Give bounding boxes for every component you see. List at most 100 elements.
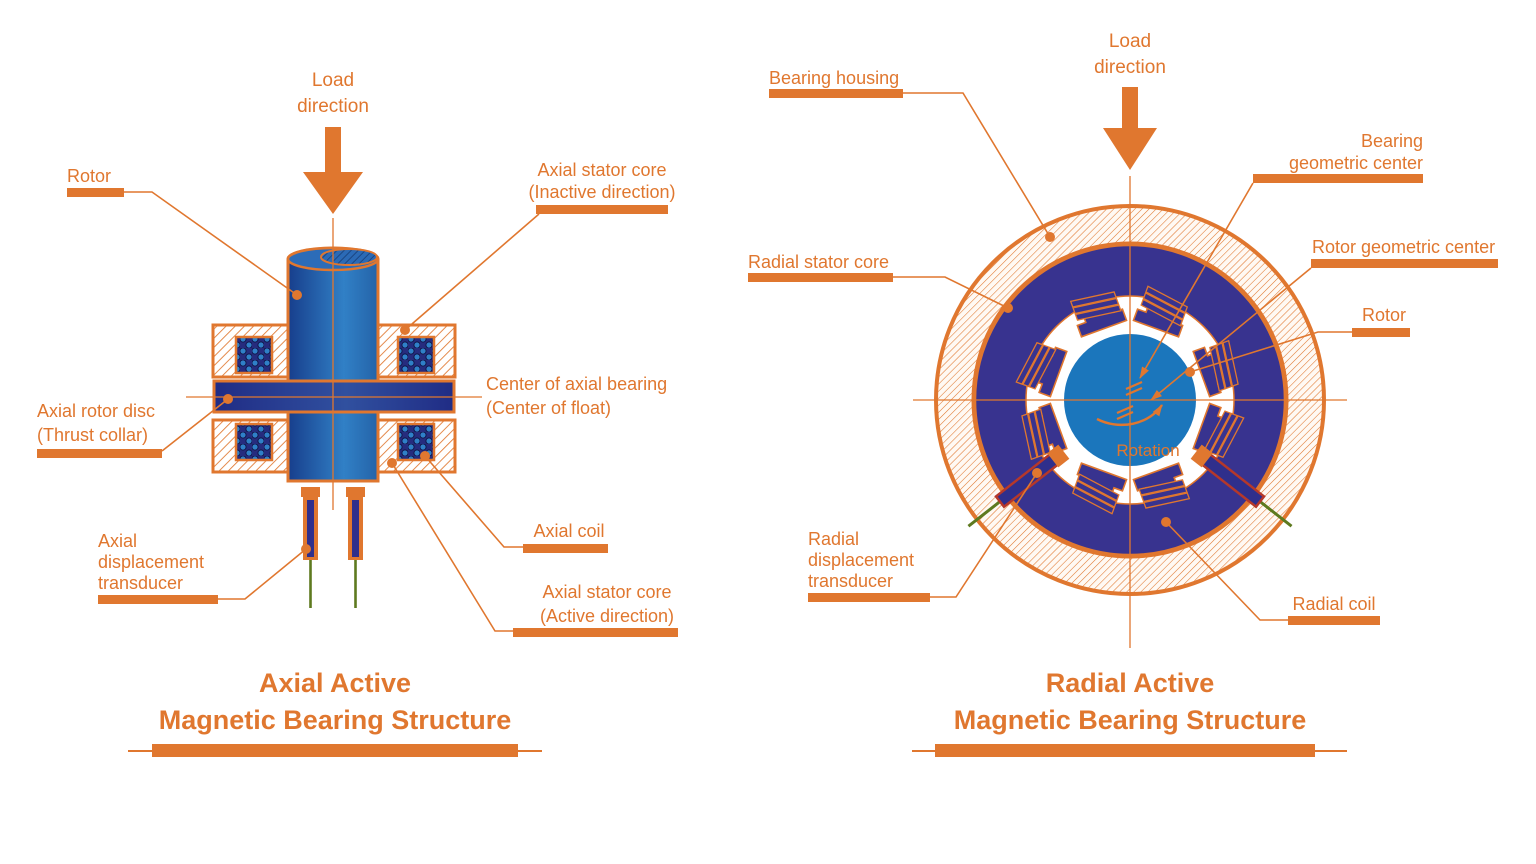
- rotor-geometric-center-label-group: Rotor geometric center: [1150, 237, 1498, 401]
- axial-stator-inactive-underline: [536, 205, 668, 214]
- bearing-geometric-center-underline: [1253, 174, 1423, 183]
- rotor-geometric-center-leader-line: [1150, 267, 1312, 401]
- radial-transducer-label-line3: transducer: [808, 571, 893, 591]
- axial-disc-label-group: Axial rotor disc (Thrust collar): [37, 394, 233, 458]
- radial-coil-leader-dot: [1161, 517, 1171, 527]
- radial-coil-underline: [1288, 616, 1380, 625]
- axial-title-group: Axial Active Magnetic Bearing Structure: [128, 668, 542, 757]
- axial-disc-underline: [37, 449, 162, 458]
- axial-rotor-leader-dot: [292, 290, 302, 300]
- axial-stator-inactive-leader-line: [404, 213, 540, 331]
- radial-transducer-label: Radial: [808, 529, 859, 549]
- axial-coil-label: Axial coil: [533, 521, 604, 541]
- axial-stator-active-label-line2: (Active direction): [540, 606, 674, 626]
- radial-coil-winding: [1203, 410, 1245, 459]
- radial-stator-poles: [1015, 285, 1245, 515]
- axial-disc-label: Axial rotor disc: [37, 401, 155, 421]
- rotor-geometric-center-label: Rotor geometric center: [1312, 237, 1495, 257]
- radial-coil-winding: [1140, 285, 1189, 327]
- radial-title-group: Radial Active Magnetic Bearing Structure: [912, 668, 1347, 757]
- axial-center-label: Center of axial bearing: [486, 374, 667, 394]
- axial-transducer-leader-line: [218, 548, 307, 600]
- axial-coil-underline: [523, 544, 608, 553]
- axial-transducer-leader-dot: [301, 544, 311, 554]
- axial-load-direction-label: Load: [312, 70, 354, 91]
- bearing-geometric-center-label-group: Bearing geometric center: [1139, 131, 1423, 379]
- rotor-geometric-center-underline: [1311, 259, 1498, 268]
- axial-coil-leader-line: [424, 455, 523, 548]
- axial-transducer-label-line2: displacement: [98, 552, 204, 572]
- axial-stator-inactive-label-group: Axial stator core (Inactive direction): [400, 160, 676, 335]
- axial-load-arrow-icon: [303, 127, 363, 214]
- rotation-arrow-icon: [1096, 404, 1164, 427]
- radial-stator-label: Radial stator core: [748, 252, 889, 272]
- radial-housing-label: Bearing housing: [769, 68, 899, 88]
- radial-coil-label-group: Radial coil: [1161, 517, 1380, 625]
- axial-rotor-label: Rotor: [67, 166, 111, 186]
- radial-transducer-label-group: Radial displacement transducer: [808, 468, 1042, 602]
- radial-load-arrow-icon: [1103, 87, 1157, 170]
- bearing-geometric-center-leader-line: [1139, 182, 1254, 379]
- axial-title: Axial Active: [259, 668, 411, 698]
- axial-stator-active-label: Axial stator core: [542, 582, 671, 602]
- axial-shaft-cut-face: [320, 248, 378, 266]
- axial-coil-upper-right: [396, 335, 436, 375]
- radial-rotor-label-group: Rotor: [1185, 305, 1410, 377]
- radial-coil-winding: [1138, 479, 1191, 509]
- radial-load-direction-label-line2: direction: [1094, 57, 1166, 78]
- radial-coil-winding: [1069, 291, 1122, 321]
- axial-disc-leader-line: [161, 398, 229, 452]
- axial-transducer-right-cap: [346, 487, 365, 497]
- radial-rotor-leader-dot: [1185, 367, 1195, 377]
- axial-rotor-leader-line: [124, 191, 298, 296]
- radial-stator-leader-dot: [1003, 303, 1013, 313]
- radial-load-direction-label: Load: [1109, 31, 1151, 52]
- axial-stator-active-leader-line: [391, 462, 513, 632]
- axial-stator-inactive-label: Axial stator core: [537, 160, 666, 180]
- radial-transducer-lower-left: [967, 444, 1070, 528]
- radial-rotor-label: Rotor: [1362, 305, 1406, 325]
- axial-stator-inactive-leader-dot: [400, 325, 410, 335]
- radial-coil-label: Radial coil: [1292, 594, 1375, 614]
- axial-center-label-group: Center of axial bearing (Center of float…: [486, 374, 667, 418]
- axial-coil-label-group: Axial coil: [420, 451, 608, 553]
- axial-title-underline: [152, 744, 518, 757]
- radial-rotor-leader-line: [1189, 331, 1352, 373]
- rotor-center-mark: [1116, 404, 1134, 421]
- bearing-center-mark: [1125, 380, 1143, 397]
- rotation-label: Rotation: [1116, 441, 1179, 460]
- radial-transducer-leader-dot: [1032, 468, 1042, 478]
- radial-transducer-label-line2: displacement: [808, 550, 914, 570]
- axial-diagram: Load direction: [37, 70, 678, 757]
- axial-rotor-label-group: Rotor: [67, 166, 302, 300]
- axial-coil-lower-left: [234, 422, 274, 462]
- axial-stator-inactive-label-line2: (Inactive direction): [528, 182, 675, 202]
- radial-title: Radial Active: [1046, 668, 1215, 698]
- axial-center-label-line2: (Center of float): [486, 398, 611, 418]
- bearing-geometric-center-label-line2: geometric center: [1289, 153, 1423, 173]
- radial-stator-underline: [748, 273, 893, 282]
- axial-stator-active-leader-dot: [387, 458, 397, 468]
- radial-housing-leader-line: [903, 92, 1051, 238]
- axial-transducer-label-group: Axial displacement transducer: [98, 531, 311, 604]
- bearing-geometric-center-label: Bearing: [1361, 131, 1423, 151]
- radial-diagram: Load direction: [748, 31, 1498, 757]
- radial-transducer-lower-right: [1190, 444, 1293, 528]
- axial-coil-leader-dot: [420, 451, 430, 461]
- axial-disc-label-line2: (Thrust collar): [37, 425, 148, 445]
- radial-transducer-leader-line: [930, 472, 1038, 598]
- radial-stator-label-group: Radial stator core: [748, 252, 1013, 313]
- axial-coil-upper-left: [234, 335, 274, 375]
- axial-stator-active-underline: [513, 628, 678, 637]
- radial-coil-winding: [1021, 408, 1051, 461]
- axial-transducer-label: Axial: [98, 531, 137, 551]
- radial-transducer-underline: [808, 593, 930, 602]
- axial-load-direction-label-line2: direction: [297, 96, 369, 117]
- radial-stator-leader-line: [893, 276, 1009, 309]
- radial-coil-winding: [1209, 339, 1239, 392]
- radial-coil-winding: [1015, 341, 1057, 390]
- axial-transducer-left-cap: [301, 487, 320, 497]
- axial-stator-active-label-group: Axial stator core (Active direction): [387, 458, 678, 637]
